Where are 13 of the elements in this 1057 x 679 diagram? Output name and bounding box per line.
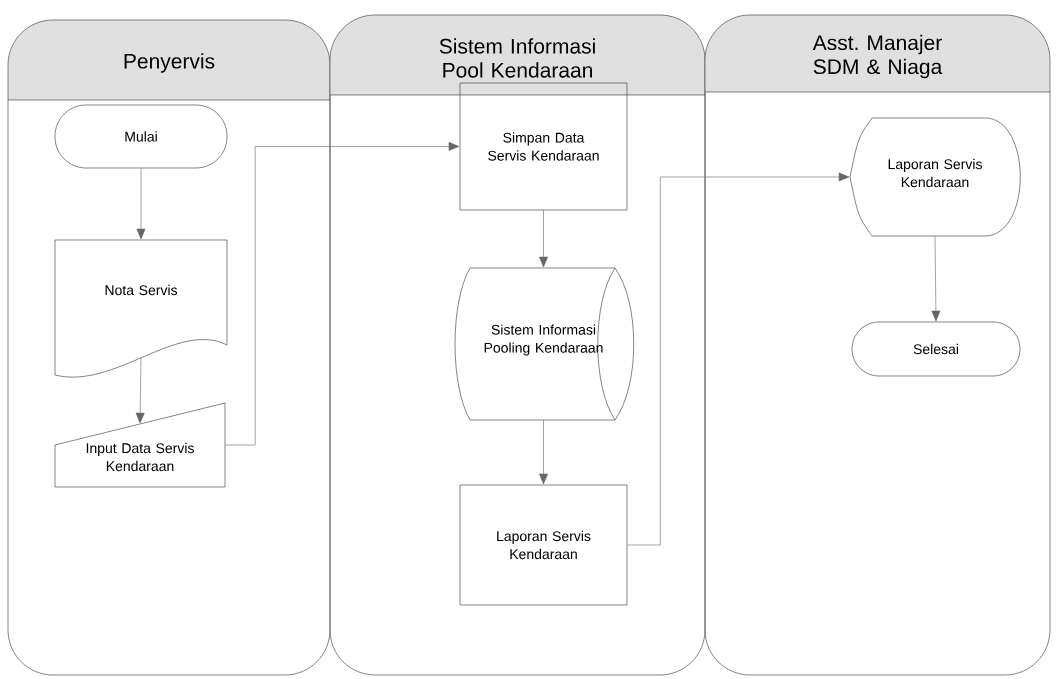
terminator: Selesai	[851, 321, 1021, 377]
arrow	[931, 235, 941, 322]
stored-data-shape: Sistem Informasi Pooling Kendaraan	[454, 267, 635, 421]
terminator: Mulai	[54, 104, 228, 169]
arrow	[135, 356, 145, 424]
arrow	[627, 172, 850, 546]
display-shape: Laporan Servis Kendaraan	[849, 117, 1021, 237]
process-box: Simpan Data Servis Kendaraan	[459, 82, 628, 211]
arrow	[136, 168, 146, 240]
arrow	[539, 210, 548, 268]
process-box: Laporan Servis Kendaraan	[459, 484, 628, 606]
arrow	[224, 142, 460, 446]
arrow	[539, 419, 548, 485]
